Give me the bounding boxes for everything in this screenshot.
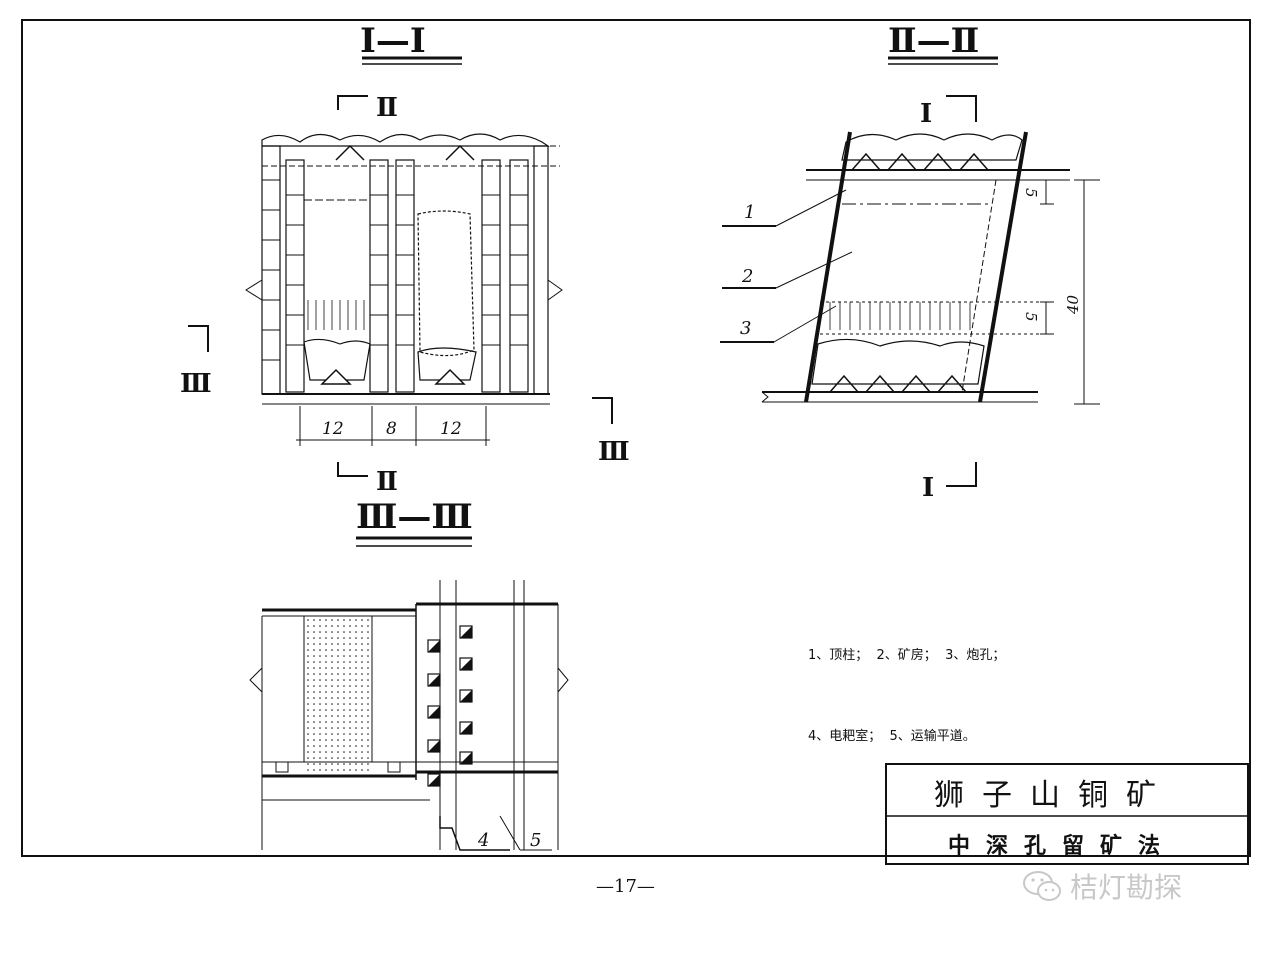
section-1-title: Ⅰ—Ⅰ bbox=[360, 21, 426, 61]
dim-width-2: 8 bbox=[386, 419, 397, 439]
marker-1-bottom: Ⅰ bbox=[922, 473, 934, 503]
watermark-text: 桔灯勘探 bbox=[1070, 871, 1183, 904]
watermark: 桔灯勘探 bbox=[1022, 866, 1182, 906]
legend-line-1: 1、顶柱； 2、矿房； 3、炮孔； bbox=[808, 648, 1006, 663]
marker-3-left: Ⅲ bbox=[180, 369, 212, 399]
dim-height-mid: 5 bbox=[1022, 312, 1040, 322]
section-2-2: Ⅱ—Ⅱ Ⅰ bbox=[720, 21, 1100, 503]
callout-1: 1 bbox=[744, 202, 755, 223]
marker-3-right: Ⅲ bbox=[598, 437, 630, 467]
legend: 1、顶柱； 2、矿房； 3、炮孔； 4、电耙室； 5、运输平道。 bbox=[808, 588, 1005, 777]
callout-5: 5 bbox=[530, 830, 541, 851]
callout-3: 3 bbox=[740, 318, 751, 339]
marker-2-bottom: Ⅱ bbox=[376, 467, 398, 497]
marker-1-top: Ⅰ bbox=[920, 99, 932, 129]
section-2-title: Ⅱ—Ⅱ bbox=[888, 21, 979, 61]
section-3-title: Ⅲ—Ⅲ bbox=[356, 497, 473, 537]
dim-width-3: 12 bbox=[440, 419, 462, 439]
dim-height-top: 5 bbox=[1022, 188, 1040, 198]
title-block bbox=[885, 763, 1249, 865]
callout-2: 2 bbox=[741, 266, 753, 287]
marker-2-top: Ⅱ bbox=[376, 93, 398, 123]
legend-line-2: 4、电耙室； 5、运输平道。 bbox=[808, 729, 976, 744]
page-number: —17— bbox=[596, 876, 655, 897]
sheet-border bbox=[21, 19, 1251, 857]
mining-method: 中深孔留矿法 bbox=[948, 833, 1177, 859]
section-1-1: Ⅰ—Ⅰ Ⅱ bbox=[180, 21, 630, 497]
dim-width-1: 12 bbox=[322, 419, 344, 439]
dim-height-total: 40 bbox=[1064, 294, 1082, 315]
callout-4: 4 bbox=[477, 830, 489, 851]
mine-name: 狮子山铜矿 bbox=[934, 778, 1174, 813]
section-3-3: Ⅲ—Ⅲ bbox=[249, 497, 569, 851]
wechat-icon bbox=[1023, 871, 1061, 901]
